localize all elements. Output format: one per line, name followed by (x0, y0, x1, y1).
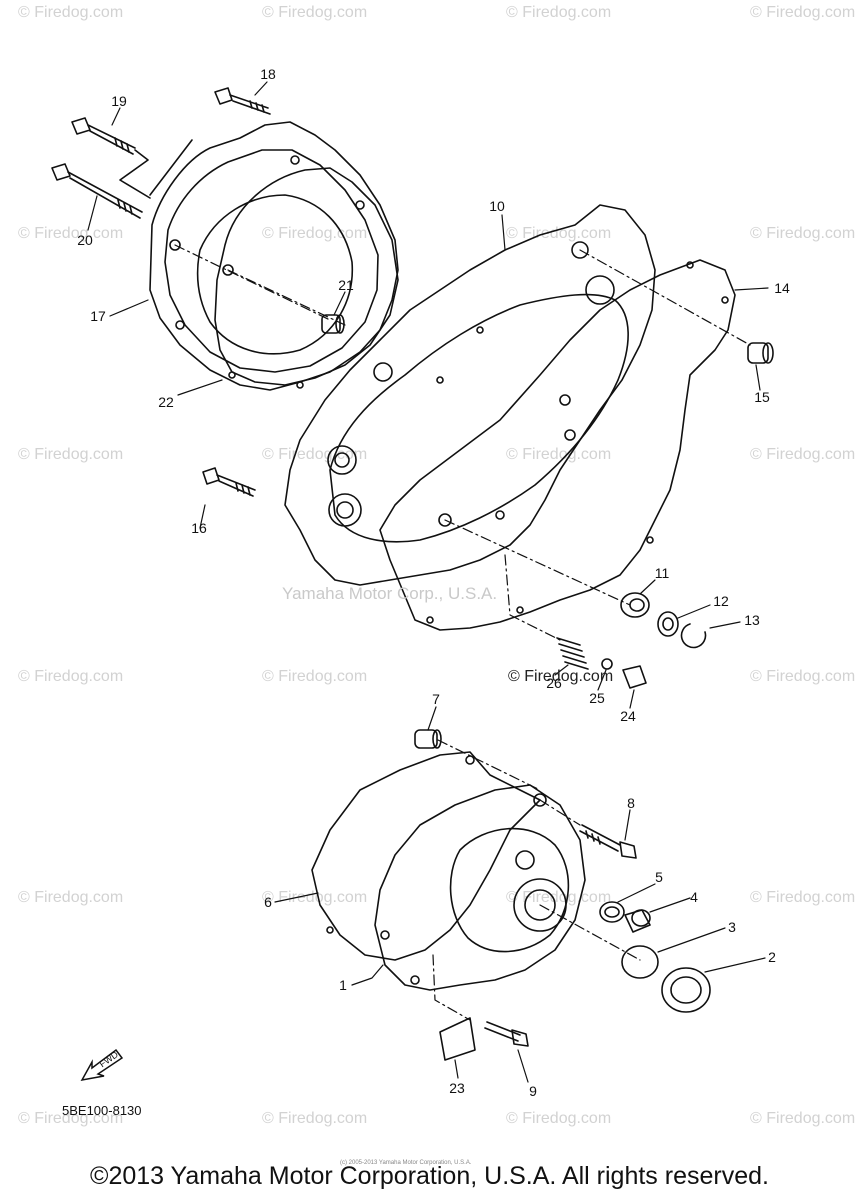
part-12-washer (657, 611, 679, 637)
callout-3: 3 (728, 919, 736, 935)
alignment-lines (174, 244, 751, 1021)
center-watermark: Yamaha Motor Corp., U.S.A. (282, 584, 498, 603)
watermark: © Firedog.com (506, 4, 612, 21)
watermark: © Firedog.com (18, 446, 124, 463)
part-9-bolt (484, 1021, 529, 1047)
part-19-bolt (71, 117, 136, 155)
part-3-o-ring (621, 945, 659, 979)
watermark: © Firedog.com (506, 1110, 612, 1127)
callout-5: 5 (655, 869, 663, 885)
callout-15: 15 (754, 389, 770, 405)
watermark: © Firedog.com (18, 668, 124, 685)
callout-22: 22 (158, 394, 174, 410)
watermark: © Firedog.com (750, 668, 856, 685)
watermark: © Firedog.com (18, 225, 124, 242)
fwd-arrow-icon: FWD (80, 1048, 124, 1082)
callout-6: 6 (264, 894, 272, 910)
part-13-circlip (680, 623, 707, 649)
callout-21: 21 (338, 277, 354, 293)
callout-18: 18 (260, 66, 276, 82)
callout-4: 4 (690, 889, 698, 905)
part-15-dowel (747, 342, 774, 364)
watermark: © Firedog.com (750, 4, 856, 21)
callout-1: 1 (339, 977, 347, 993)
part-18-bolt (214, 87, 271, 115)
callout-20: 20 (77, 232, 93, 248)
part-22-gasket (214, 167, 399, 389)
watermark: © Firedog.com (506, 446, 612, 463)
callout-19: 19 (111, 93, 127, 109)
part-2-cap (661, 967, 711, 1013)
callout-14: 14 (774, 280, 790, 296)
diagram-part-code: 5BE100-8130 (62, 1103, 142, 1118)
part-24-plug (622, 665, 647, 689)
part-1-magneto-cover (374, 784, 586, 991)
part-5-o-ring (599, 901, 625, 923)
callout-11: 11 (654, 565, 670, 581)
part-4-plug (624, 909, 651, 933)
part-23-clamp (439, 1017, 476, 1061)
watermark: © Firedog.com (262, 889, 368, 906)
callout-8: 8 (627, 795, 635, 811)
tiny-copyright: (c) 2005-2013 Yamaha Motor Corporation, … (340, 1160, 472, 1166)
part-8-bolt (579, 824, 637, 859)
watermark: © Firedog.com (262, 225, 368, 242)
part-25-ball (601, 658, 613, 670)
leader-lines (87, 81, 769, 1083)
callout-23: 23 (449, 1080, 465, 1096)
part-11-oil-seal (620, 592, 650, 618)
part-14-gasket (379, 259, 736, 631)
part-17-clutch-cover (149, 121, 399, 391)
watermark: © Firedog.com (18, 889, 124, 906)
watermark: © Firedog.com (262, 446, 368, 463)
bolt-bracket-lines (119, 139, 193, 199)
callout-2: 2 (768, 949, 776, 965)
watermark: © Firedog.com (262, 668, 368, 685)
watermark: © Firedog.com (262, 1110, 368, 1127)
watermark: © Firedog.com (750, 225, 856, 242)
callout-13: 13 (744, 612, 760, 628)
part-26-spring (556, 637, 589, 670)
watermark: © Firedog.com (506, 889, 612, 906)
part-10-crankcase-cover (284, 204, 656, 586)
callout-26: 26 (546, 675, 562, 691)
watermark: © Firedog.com (750, 889, 856, 906)
watermark: © Firedog.com (18, 1110, 124, 1127)
watermark: © Firedog.com (262, 4, 368, 21)
copyright-footer: ©2013 Yamaha Motor Corporation, U.S.A. A… (90, 1162, 769, 1190)
watermark: © Firedog.com (750, 446, 856, 463)
callout-10: 10 (489, 198, 505, 214)
part-7-dowel (414, 729, 442, 749)
center-firedog-mark: © Firedog.com (508, 668, 614, 685)
callout-25: 25 (589, 690, 605, 706)
callout-12: 12 (713, 593, 729, 609)
watermark: © Firedog.com (18, 4, 124, 21)
callout-9: 9 (529, 1083, 537, 1099)
part-6-gasket (311, 751, 541, 961)
callout-24: 24 (620, 708, 636, 724)
callout-17: 17 (90, 308, 106, 324)
part-16-bolt (202, 467, 256, 497)
watermark: © Firedog.com (750, 1110, 856, 1127)
part-20-bolt (51, 163, 143, 219)
callout-7: 7 (432, 691, 440, 707)
callout-16: 16 (191, 520, 207, 536)
